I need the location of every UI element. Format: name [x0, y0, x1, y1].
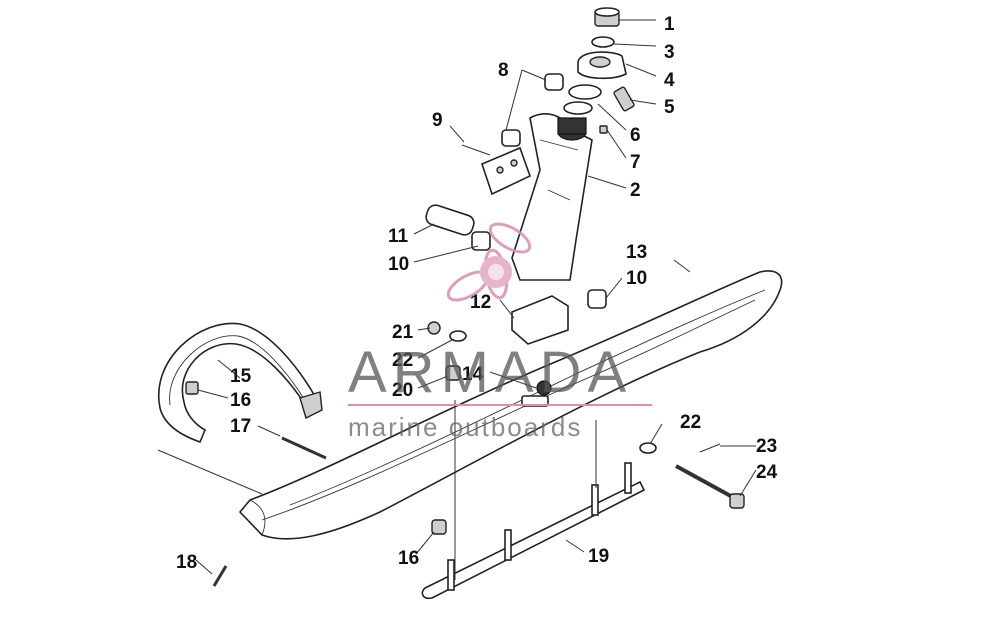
callout-5: 5 [664, 97, 675, 118]
callout-23: 23 [756, 436, 777, 457]
washer-6a [568, 84, 602, 100]
bolt-18 [212, 565, 228, 587]
callout-10-right: 10 [626, 268, 647, 289]
spindle-cap [594, 7, 620, 27]
nut-16-ski [431, 519, 447, 535]
callout-11: 11 [388, 226, 409, 247]
bushing-8a [544, 73, 564, 91]
washer-6b [563, 101, 593, 115]
callout-18: 18 [176, 552, 197, 573]
clamp-arm [577, 51, 627, 80]
watermark-logo [446, 222, 532, 302]
callout-1: 1 [664, 14, 675, 35]
washer-22a [449, 330, 467, 342]
callout-13: 13 [626, 242, 647, 263]
ski-loop-handle [157, 322, 323, 444]
grease-fitting [599, 125, 608, 134]
callout-9: 9 [432, 110, 443, 131]
callout-22-right: 22 [680, 412, 701, 433]
callout-16-ski: 16 [398, 548, 419, 569]
wear-bar [421, 462, 646, 600]
bolt-14 [521, 380, 552, 407]
callout-6: 6 [630, 125, 641, 146]
bushing-8b [501, 129, 521, 147]
watermark-title: ARMADA [348, 340, 632, 405]
watermark: ARMADA marine outboards [348, 222, 652, 442]
spacer-11 [425, 204, 475, 236]
callout-15: 15 [230, 366, 252, 387]
washer-3 [591, 36, 615, 48]
callout-16-handle: 16 [230, 390, 251, 411]
callout-17: 17 [230, 416, 251, 437]
cotter-pin-23 [699, 443, 721, 453]
washer-22b [639, 442, 657, 454]
saddle-12 [511, 295, 569, 345]
callout-20: 20 [392, 380, 413, 401]
callout-19: 19 [588, 546, 609, 567]
callout-8: 8 [498, 60, 509, 81]
bolt-17 [281, 436, 327, 460]
bolt-9 [461, 144, 491, 156]
callout-4: 4 [664, 70, 675, 91]
callout-21: 21 [392, 322, 414, 343]
callout-12: 12 [470, 292, 491, 313]
bolt-24 [675, 464, 745, 509]
leader-lines [157, 19, 757, 580]
callout-24: 24 [756, 462, 778, 483]
callouts: 1 3 4 5 6 7 2 8 9 11 10 13 10 12 21 22 2… [176, 14, 778, 573]
nut-20 [445, 365, 461, 381]
nut-16-handle [185, 381, 199, 395]
callout-7: 7 [630, 152, 641, 173]
clamp-bolt [613, 86, 635, 112]
watermark-subtitle: marine outboards [348, 412, 582, 442]
callout-22-left: 22 [392, 350, 413, 371]
callout-10-left: 10 [388, 254, 409, 275]
callout-3: 3 [664, 42, 675, 63]
bushing-10b [587, 289, 607, 309]
callout-2: 2 [630, 180, 641, 201]
mount-plate [481, 146, 531, 196]
spindle [511, 113, 593, 281]
callout-14: 14 [462, 364, 484, 385]
bushing-10a [471, 231, 491, 251]
